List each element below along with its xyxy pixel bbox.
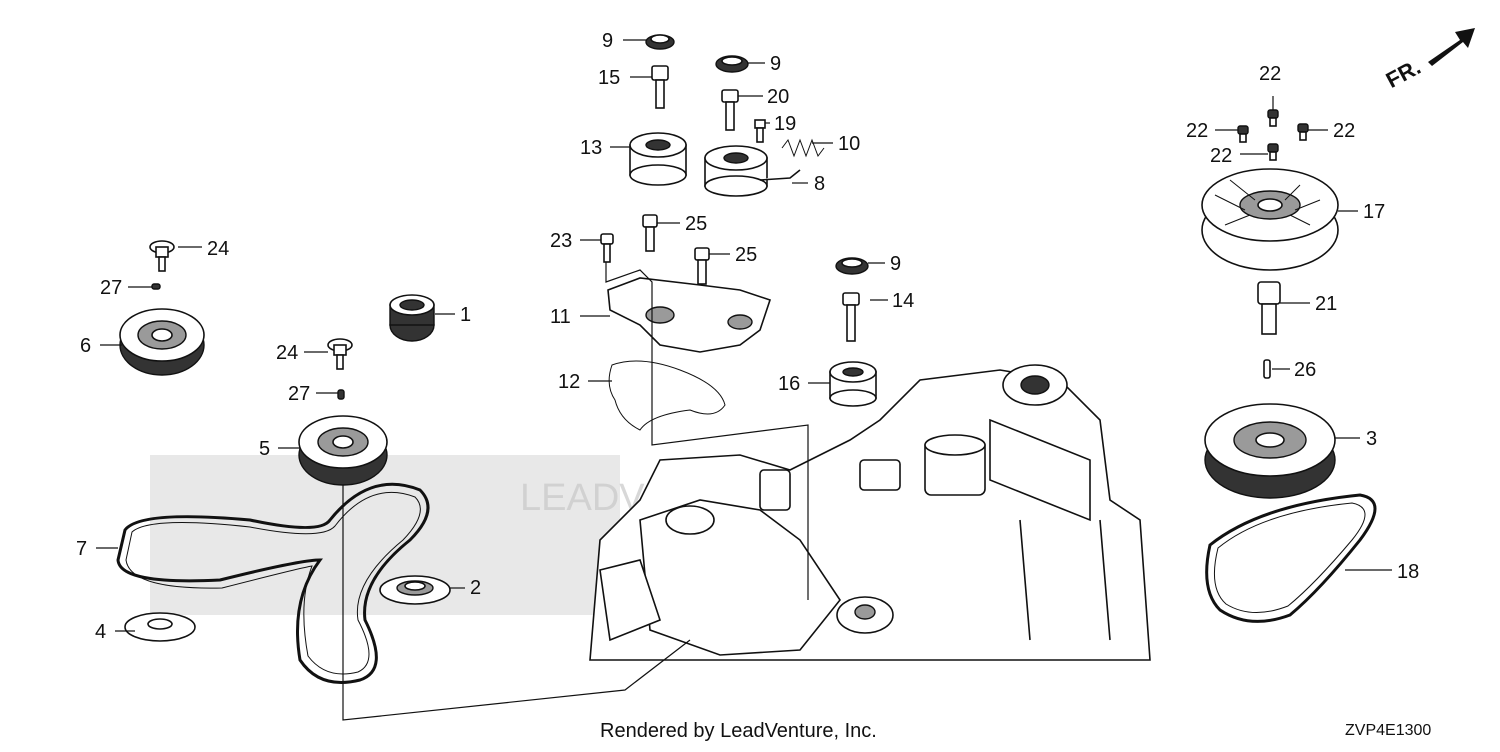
part-15-bolt[interactable]	[651, 65, 669, 109]
callout-7[interactable]: 7	[76, 538, 87, 560]
part-22-bolt-left[interactable]	[1237, 125, 1249, 143]
callout-20[interactable]: 20	[767, 86, 789, 108]
callout-23[interactable]: 23	[550, 230, 572, 252]
part-13-idler-pulley[interactable]	[629, 132, 687, 186]
callout-14[interactable]: 14	[892, 290, 914, 312]
callout-22-right[interactable]: 22	[1333, 120, 1355, 142]
callout-22-left[interactable]: 22	[1186, 120, 1208, 142]
callout-22-top[interactable]: 22	[1259, 63, 1281, 85]
callout-1[interactable]: 1	[460, 304, 471, 326]
part-2-belt-guide[interactable]	[379, 575, 451, 605]
part-6-cam-pulley[interactable]	[119, 308, 205, 376]
part-7-timing-belt[interactable]	[116, 482, 430, 684]
part-26-key[interactable]	[1263, 359, 1271, 379]
diagram-code: ZVP4E1300	[1345, 722, 1432, 739]
part-27-pin-upper[interactable]	[151, 283, 161, 290]
footer: Rendered by LeadVenture, Inc. ZVP4E1300	[0, 712, 1500, 752]
part-27-pin-lower[interactable]	[337, 389, 345, 400]
part-8-tensioner[interactable]	[704, 145, 801, 197]
part-3-crank-pulley[interactable]	[1204, 403, 1336, 499]
part-12-gasket[interactable]	[608, 360, 726, 431]
part-24-bolt-lower[interactable]	[327, 338, 353, 370]
callout-26[interactable]: 26	[1294, 359, 1316, 381]
part-16-idler-pulley[interactable]	[829, 361, 877, 407]
part-22-bolt-right[interactable]	[1297, 123, 1309, 141]
callout-8[interactable]: 8	[814, 173, 825, 195]
part-4-belt-guide[interactable]	[124, 612, 196, 642]
callout-25-a[interactable]: 25	[685, 213, 707, 235]
callout-4[interactable]: 4	[95, 621, 106, 643]
callout-19[interactable]: 19	[774, 113, 796, 135]
part-9-cap-b[interactable]	[715, 55, 749, 73]
part-17-cooling-fan[interactable]	[1201, 168, 1339, 271]
part-19-pin[interactable]	[754, 119, 766, 143]
callout-25-b[interactable]: 25	[735, 244, 757, 266]
callout-13[interactable]: 13	[580, 137, 602, 159]
front-label: FR.	[1382, 54, 1425, 93]
front-arrow-icon	[1428, 28, 1475, 66]
part-18-drive-belt[interactable]	[1205, 493, 1377, 623]
part-20-bolt[interactable]	[721, 89, 739, 131]
callout-16[interactable]: 16	[778, 373, 800, 395]
callout-2[interactable]: 2	[470, 577, 481, 599]
callout-10[interactable]: 10	[838, 133, 860, 155]
part-9-cap-a[interactable]	[645, 34, 675, 50]
callout-6[interactable]: 6	[80, 335, 91, 357]
callout-9-c[interactable]: 9	[890, 253, 901, 275]
part-25-bolt-b[interactable]	[694, 247, 710, 285]
part-9-cap-c[interactable]	[835, 257, 869, 275]
callout-9-a[interactable]: 9	[602, 30, 613, 52]
callout-9-b[interactable]: 9	[770, 53, 781, 75]
part-24-bolt-upper[interactable]	[149, 240, 175, 272]
part-11-cover[interactable]	[607, 277, 772, 353]
callout-24-upper[interactable]: 24	[207, 238, 229, 260]
part-1-gear-collar[interactable]	[389, 294, 435, 342]
callout-5[interactable]: 5	[259, 438, 270, 460]
callout-15[interactable]: 15	[598, 67, 620, 89]
front-direction-indicator: FR.	[1382, 28, 1475, 93]
callout-27-upper[interactable]: 27	[100, 277, 122, 299]
callout-11[interactable]: 11	[550, 306, 571, 328]
engine-assembly[interactable]	[589, 364, 1151, 661]
part-25-bolt-a[interactable]	[642, 214, 658, 252]
part-23-bolt[interactable]	[600, 233, 614, 263]
part-22-bolt-top[interactable]	[1267, 109, 1279, 127]
part-22-bolt-bottom[interactable]	[1267, 143, 1279, 161]
part-10-spring[interactable]	[781, 138, 825, 158]
rendered-by-credit: Rendered by LeadVenture, Inc.	[600, 720, 877, 742]
part-5-timing-pulley[interactable]	[298, 415, 388, 486]
part-14-bolt[interactable]	[842, 292, 860, 342]
leader-lines	[96, 39, 1392, 721]
callout-12[interactable]: 12	[558, 371, 580, 393]
callout-3[interactable]: 3	[1366, 428, 1377, 450]
part-21-bolt[interactable]	[1257, 281, 1281, 335]
callout-18[interactable]: 18	[1397, 561, 1419, 583]
callout-24-lower[interactable]: 24	[276, 342, 298, 364]
callout-22-bottom[interactable]: 22	[1210, 145, 1232, 167]
callout-27-lower[interactable]: 27	[288, 383, 310, 405]
callout-21[interactable]: 21	[1315, 293, 1337, 315]
callout-labels: 1 2 3 4 5 6 7 8 9 9 9 10 11 12 13 14 15 …	[76, 30, 1419, 643]
callout-17[interactable]: 17	[1363, 201, 1385, 223]
